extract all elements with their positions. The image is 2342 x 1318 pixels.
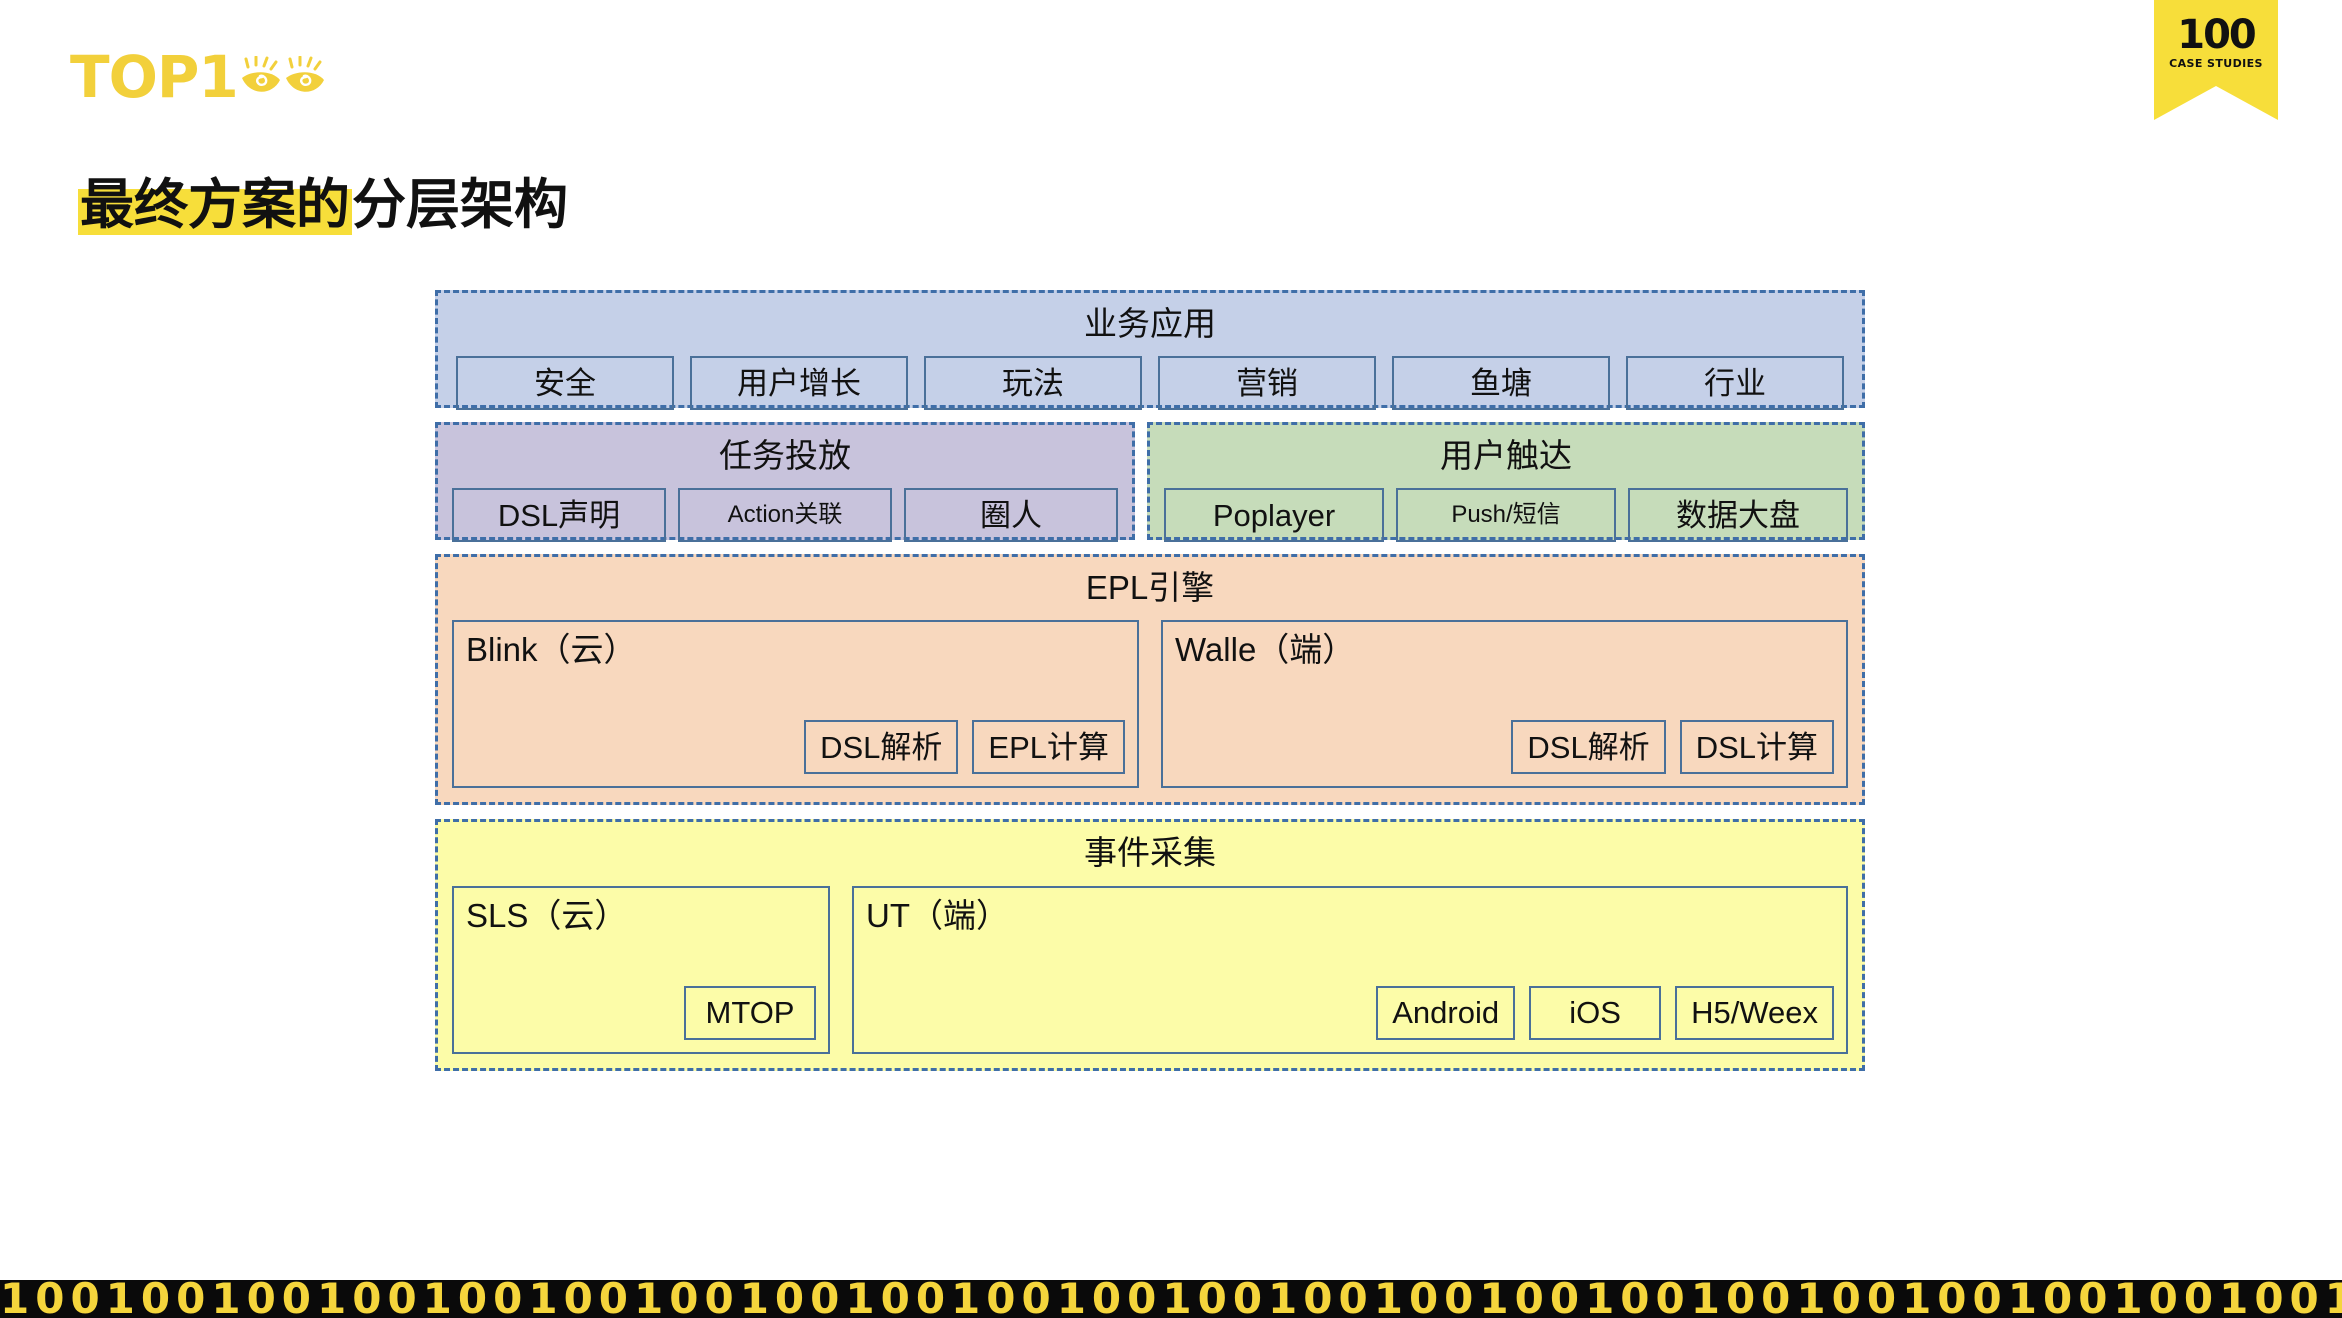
panel-title-walle-device: Walle（端） <box>1175 631 1356 669</box>
panel-title-sls-cloud: SLS（云） <box>466 896 628 934</box>
layer-business-applications: 业务应用 安全 用户增长 玩法 营销 鱼塘 行业 <box>435 290 1865 411</box>
layer-title-task-delivery: 任务投放 <box>719 437 851 474</box>
page-title: 最终方案的分层架构 <box>78 175 568 235</box>
chip-audience-segment[interactable]: 圈人 <box>904 488 1118 543</box>
chip-poplayer[interactable]: Poplayer <box>1164 488 1384 543</box>
layer-row-task-and-reach: 任务投放 DSL声明 Action关联 圈人 用户触达 Poplayer Pus… <box>435 422 1865 543</box>
chip-industry[interactable]: 行业 <box>1626 356 1844 411</box>
chip-user-growth[interactable]: 用户增长 <box>690 356 908 411</box>
chip-mtop[interactable]: MTOP <box>684 985 816 1040</box>
page-title-highlight: 最终方案的 <box>78 175 352 235</box>
panel-walle-device: Walle（端） DSL解析 DSL计算 <box>1161 620 1848 789</box>
chip-push-sms[interactable]: Push/短信 <box>1396 488 1616 543</box>
chip-data-board[interactable]: 数据大盘 <box>1628 488 1848 543</box>
layer-task-delivery: 任务投放 DSL声明 Action关联 圈人 <box>435 422 1135 543</box>
badge-body: 100 CASE STUDIES <box>2154 0 2278 120</box>
chip-ios[interactable]: iOS <box>1529 985 1662 1040</box>
panel-blink-cloud: Blink（云） DSL解析 EPL计算 <box>452 620 1139 789</box>
eyes-icon <box>241 56 324 92</box>
layer-epl-engine: EPL引擎 Blink（云） DSL解析 EPL计算 Walle（端） DSL解… <box>435 554 1865 806</box>
panels-epl-engine: Blink（云） DSL解析 EPL计算 Walle（端） DSL解析 DSL计… <box>452 620 1848 789</box>
page-title-rest: 分层架构 <box>352 175 568 235</box>
chip-walle-dsl-parse[interactable]: DSL解析 <box>1511 720 1666 775</box>
layer-items-task-delivery: DSL声明 Action关联 圈人 <box>452 488 1118 543</box>
layer-event-collection: 事件采集 SLS（云） MTOP UT（端） Android iOS H5/We… <box>435 819 1865 1071</box>
chip-action-binding[interactable]: Action关联 <box>678 488 892 543</box>
badge-caption: CASE STUDIES <box>2169 57 2263 70</box>
badge-number: 100 <box>2177 12 2256 58</box>
chip-h5-weex[interactable]: H5/Weex <box>1675 985 1834 1040</box>
panel-title-ut-device: UT（端） <box>866 896 1009 934</box>
brand-logo-text: TOP1 <box>70 43 239 111</box>
chip-fishpond[interactable]: 鱼塘 <box>1392 356 1610 411</box>
panel-sls-cloud: SLS（云） MTOP <box>452 885 830 1054</box>
chip-android[interactable]: Android <box>1376 985 1516 1040</box>
panel-chips-ut-device: Android iOS H5/Weex <box>866 985 1834 1040</box>
panel-title-blink-cloud: Blink（云） <box>466 631 637 669</box>
layer-user-reach: 用户触达 Poplayer Push/短信 数据大盘 <box>1147 422 1865 543</box>
panels-event-collection: SLS（云） MTOP UT（端） Android iOS H5/Weex <box>452 885 1848 1054</box>
chip-dsl-declaration[interactable]: DSL声明 <box>452 488 666 543</box>
panel-ut-device: UT（端） Android iOS H5/Weex <box>852 885 1848 1054</box>
binary-footer-strip: 1001001001001001001001001001001001001001… <box>0 1280 2342 1318</box>
layer-title-epl-engine: EPL引擎 <box>1085 569 1215 606</box>
chip-walle-dsl-compute[interactable]: DSL计算 <box>1679 720 1834 775</box>
chip-blink-dsl-parse[interactable]: DSL解析 <box>804 720 959 775</box>
layer-title-business-applications: 业务应用 <box>1084 305 1216 342</box>
chip-marketing[interactable]: 营销 <box>1158 356 1376 411</box>
layer-title-user-reach: 用户触达 <box>1440 437 1572 474</box>
layer-items-user-reach: Poplayer Push/短信 数据大盘 <box>1164 488 1848 543</box>
chip-gameplay[interactable]: 玩法 <box>924 356 1142 411</box>
case-studies-badge: 100 CASE STUDIES <box>2154 0 2278 120</box>
architecture-diagram: 业务应用 安全 用户增长 玩法 营销 鱼塘 行业 任务投放 DSL声明 Acti… <box>435 290 1865 1085</box>
layer-title-event-collection: 事件采集 <box>1084 834 1216 872</box>
chip-blink-epl-compute[interactable]: EPL计算 <box>972 720 1125 775</box>
layer-items-business-applications: 安全 用户增长 玩法 营销 鱼塘 行业 <box>456 356 1844 411</box>
panel-chips-sls-cloud: MTOP <box>466 985 816 1040</box>
chip-security[interactable]: 安全 <box>456 356 674 411</box>
panel-chips-blink-cloud: DSL解析 EPL计算 <box>466 720 1125 775</box>
panel-chips-walle-device: DSL解析 DSL计算 <box>1175 720 1834 775</box>
brand-logo: TOP1 <box>70 48 330 106</box>
